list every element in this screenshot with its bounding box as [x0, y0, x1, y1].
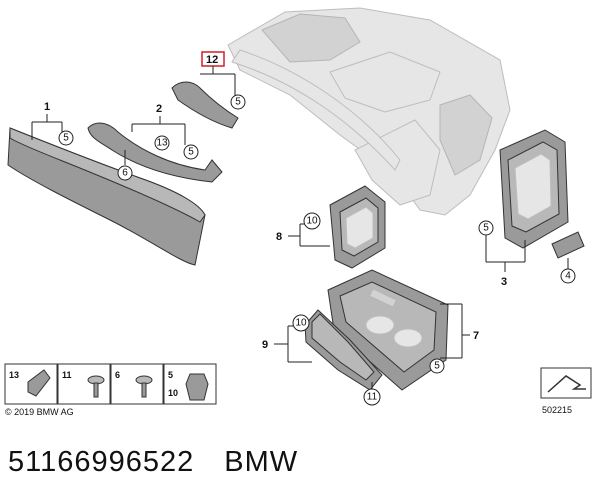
label-part-12: 12 5 — [200, 51, 246, 110]
center-console-ghost — [227, 7, 511, 216]
label-part-8: 8 10 — [276, 212, 330, 247]
arrow-icon — [547, 375, 586, 393]
part-number: 51166996522 — [8, 446, 195, 478]
label-part-3: 5 3 4 — [478, 220, 576, 288]
legend-box-6 — [110, 363, 164, 405]
callout-5-part-7 — [429, 358, 445, 374]
callout-4 — [560, 268, 576, 284]
svg-text:4: 4 — [565, 271, 571, 282]
callout-5-part-12 — [230, 94, 246, 110]
svg-text:9: 9 — [262, 339, 268, 351]
svg-text:10: 10 — [168, 388, 178, 398]
part-7-cupholder-trim[interactable] — [327, 269, 449, 391]
copyright-text: © 2019 BMW AG — [5, 407, 74, 417]
svg-text:6: 6 — [115, 370, 120, 380]
callout-10-part-9 — [292, 314, 310, 332]
diagram-id: 502215 — [542, 405, 572, 415]
fastener-legend: 13 11 6 5 10 — [4, 363, 217, 405]
callout-5-part-1 — [58, 130, 74, 146]
svg-text:11: 11 — [62, 370, 72, 380]
svg-text:3: 3 — [501, 276, 507, 288]
svg-text:5: 5 — [188, 147, 194, 158]
svg-text:5: 5 — [235, 97, 241, 108]
part-9-side-trim[interactable] — [304, 309, 383, 391]
clip-5-icon — [185, 373, 209, 401]
part-12-cover[interactable] — [171, 81, 239, 129]
callout-5-part-2 — [183, 144, 199, 160]
svg-text:5: 5 — [63, 133, 69, 144]
callout-13 — [154, 135, 170, 151]
label-part-1: 1 5 — [31, 101, 74, 146]
svg-text:12: 12 — [206, 54, 218, 66]
svg-text:2: 2 — [156, 103, 162, 115]
legend-box-11 — [57, 363, 111, 405]
svg-text:8: 8 — [276, 231, 282, 243]
svg-text:11: 11 — [367, 392, 378, 403]
svg-text:1: 1 — [44, 101, 50, 113]
callout-6 — [117, 165, 133, 181]
svg-text:5: 5 — [434, 361, 440, 372]
svg-text:13: 13 — [156, 138, 168, 149]
svg-text:5: 5 — [168, 370, 173, 380]
clip-13-icon — [27, 369, 51, 397]
part-8-vent-frame[interactable] — [329, 185, 386, 269]
label-part-9: 9 10 11 — [262, 314, 381, 406]
svg-text:10: 10 — [306, 216, 318, 227]
svg-text:6: 6 — [122, 168, 128, 179]
label-part-2: 2 13 5 6 — [117, 103, 199, 181]
part-3-rear-vent-frame[interactable] — [499, 129, 585, 259]
brand-name: BMW — [224, 446, 299, 478]
part-2-trim-strip[interactable] — [87, 122, 223, 183]
footer-part-info: 51166996522 BMW — [8, 446, 328, 479]
svg-text:7: 7 — [473, 330, 479, 342]
part-1-side-trim[interactable] — [7, 127, 206, 266]
svg-text:5: 5 — [483, 223, 489, 234]
callout-11 — [363, 388, 381, 406]
svg-text:13: 13 — [9, 370, 19, 380]
callout-10-part-8 — [303, 212, 321, 230]
label-part-7: 7 5 — [429, 303, 479, 374]
orientation-arrow-box: 502215 — [540, 367, 592, 415]
svg-text:10: 10 — [295, 318, 307, 329]
